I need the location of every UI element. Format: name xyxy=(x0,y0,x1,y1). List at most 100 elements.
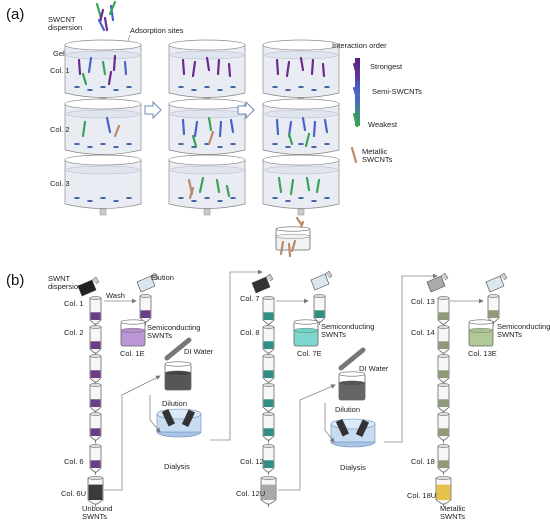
dialysis-label-1: Dialysis xyxy=(164,462,190,471)
swcnt-rod xyxy=(301,116,307,132)
adsorption-site xyxy=(298,143,304,145)
swcnt-rod xyxy=(215,178,221,194)
swcnt-rod xyxy=(103,16,109,32)
tube-rim xyxy=(89,354,102,358)
interaction-order-label: Interaction order xyxy=(332,41,387,50)
stage-3-columns-tube-2 xyxy=(437,325,450,356)
tube-outline xyxy=(437,297,450,325)
tube-rim xyxy=(89,412,102,416)
stack-2-column-2 xyxy=(168,98,246,162)
tube-gel-band xyxy=(438,370,449,378)
tube-rim xyxy=(262,325,275,329)
swcnt-rod xyxy=(207,130,215,146)
stage-3-columns xyxy=(435,296,452,507)
stage2-semiconducting-label: Semiconducting SWNTs xyxy=(321,322,375,339)
adsorption-site xyxy=(217,146,223,148)
swcnt-rod xyxy=(77,58,82,76)
tube-outline xyxy=(89,413,102,441)
swcnt-rod xyxy=(289,178,295,196)
swcnt-rod xyxy=(285,60,291,78)
tube-outline xyxy=(262,413,275,441)
adsorption-site xyxy=(126,86,132,88)
adsorption-site xyxy=(113,200,119,202)
stack-1-column-1 xyxy=(64,39,142,105)
swnt-dispersion-label: SWNT dispersion xyxy=(48,274,83,291)
stack-3-column-2-sites xyxy=(272,143,330,148)
swcnt-dispersion-rods xyxy=(95,0,117,32)
adsorption-site xyxy=(113,146,119,148)
tube-gel-band xyxy=(438,341,449,349)
bottle-neck xyxy=(265,273,274,282)
adsorption-site xyxy=(100,86,106,88)
tube-gel-band xyxy=(438,428,449,436)
stack1-col1-rods xyxy=(77,54,128,86)
tube-rim xyxy=(487,294,500,298)
stage-1-columns-tube-5 xyxy=(89,412,102,443)
col-2-label: Col. 2 xyxy=(50,125,70,134)
swcnt-rod xyxy=(290,239,297,253)
dialysis-bag-2 xyxy=(181,409,196,427)
swcnt-rod xyxy=(191,60,197,78)
metallic-swcnts-label: Metallic SWCNTs xyxy=(362,147,393,164)
tube-outline xyxy=(437,384,450,412)
tube-rim xyxy=(262,296,275,300)
stage1-col2-label: Col. 2 xyxy=(64,328,84,337)
column-top-rim xyxy=(262,154,340,166)
tube-rim xyxy=(89,383,102,387)
swcnt-rod xyxy=(216,58,221,76)
dialysis-bag-2 xyxy=(355,419,370,437)
stack3-col3-rods xyxy=(277,176,321,196)
swcnt-rod xyxy=(188,186,195,200)
stage3-dispersion-bottle xyxy=(426,272,449,293)
swcnt-dispersion-label: SWCNT dispersion xyxy=(48,15,83,32)
swcnt-rod xyxy=(315,178,321,194)
flow-to-dilution-1 xyxy=(104,375,161,491)
adsorption-site xyxy=(285,146,291,148)
swcnt-rod xyxy=(279,240,285,256)
swcnt-rod xyxy=(207,116,213,132)
stage-1-columns xyxy=(87,296,104,507)
swcnt-rod xyxy=(225,184,231,198)
tube-outline xyxy=(262,445,275,473)
stage2-top-col-label: Col. 7 xyxy=(240,294,260,303)
collected-metallic-rods xyxy=(279,239,297,258)
swcnt-rod xyxy=(312,120,317,138)
swcnt-rod xyxy=(181,118,186,136)
tube-outline xyxy=(262,297,275,325)
tube-outline xyxy=(262,355,275,383)
metallic-collection-beaker xyxy=(275,226,311,251)
swcnt-rod xyxy=(95,2,103,20)
tube-gel-band xyxy=(88,484,103,500)
stage-1-columns-tube-3 xyxy=(89,354,102,385)
stack-2-column-3 xyxy=(168,154,246,216)
stage1-eluate-label: Col. 1E xyxy=(120,349,145,358)
adsorption-site xyxy=(126,143,132,145)
adsorption-site xyxy=(178,197,184,199)
swcnt-rod xyxy=(287,132,294,146)
tube-rim xyxy=(89,325,102,329)
tube-outline xyxy=(437,326,450,354)
adsorption-site xyxy=(217,200,223,202)
tube-rim xyxy=(87,476,104,480)
stage1-bottom-col-label: Col. 6 xyxy=(64,457,84,466)
stage-1-columns-tube-1 xyxy=(89,296,102,327)
tube-rim xyxy=(260,476,277,480)
tube-gel-band xyxy=(438,312,449,320)
tube-rim xyxy=(262,412,275,416)
gel-label: Gel xyxy=(53,49,65,58)
stage2-col2-label: Col. 8 xyxy=(240,328,260,337)
tube-gel-band xyxy=(263,460,274,468)
flow-to-dilution-2 xyxy=(278,384,336,491)
stage3-metallic-label: Metallic SWNTs xyxy=(440,504,466,521)
panel-a-letter: (a) xyxy=(6,6,25,23)
swcnt-rod xyxy=(295,216,303,226)
panel-b-diagram xyxy=(77,269,508,507)
di-water-label-1: DI Water xyxy=(184,347,214,356)
tube-gel-band xyxy=(90,312,101,320)
gel-surface xyxy=(169,165,245,175)
tube-gel-band xyxy=(261,484,276,500)
stack2-col2-rods xyxy=(181,116,235,148)
beaker-rim xyxy=(468,319,494,325)
panel-a-diagram xyxy=(64,0,360,258)
stage-3-columns-tube-4 xyxy=(437,383,450,414)
